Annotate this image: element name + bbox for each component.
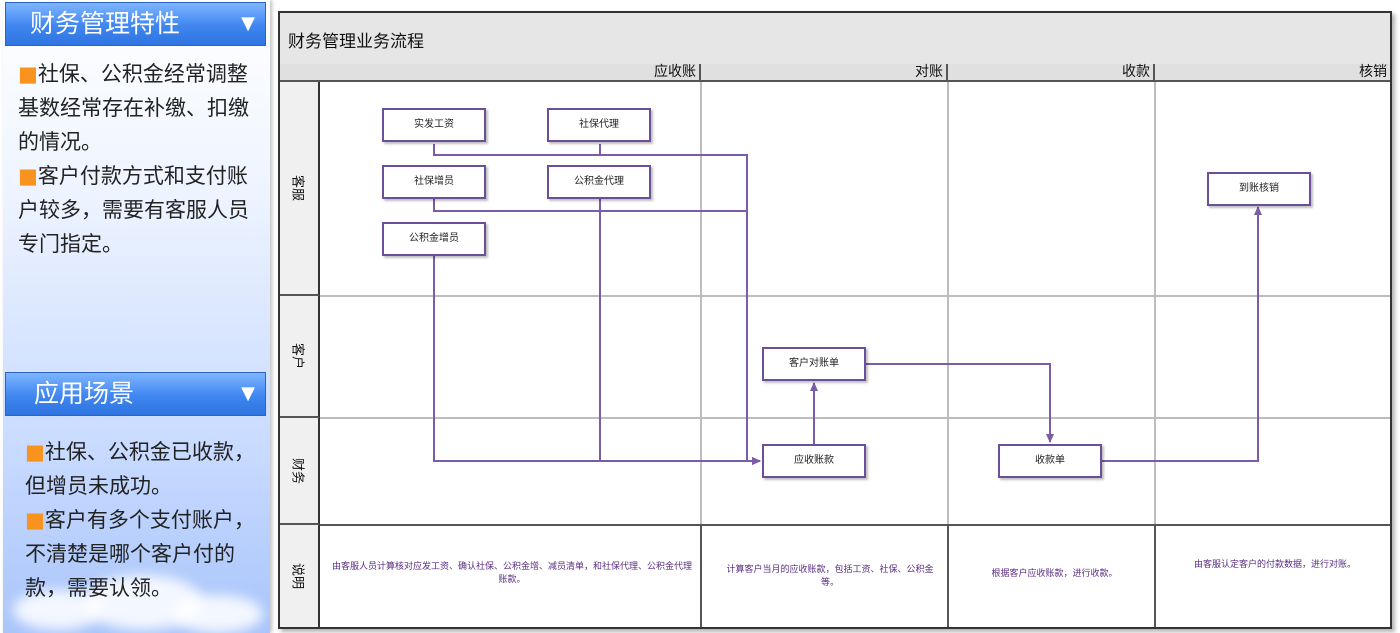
bullet-square-icon: ■ <box>18 164 38 188</box>
column-divider <box>947 524 949 627</box>
scenarios-item: ■客户有多个支付账户，不清楚是哪个客户付的款，需要认领。 <box>25 508 255 600</box>
column-divider <box>947 82 949 627</box>
node-housing-fund-agency[interactable]: 公积金代理 <box>547 165 651 199</box>
features-header[interactable]: 财务管理特性 ▼ <box>5 2 266 46</box>
features-item: ■客户付款方式和支付账户较多，需要有客服人员专门指定。 <box>18 164 249 256</box>
bullet-square-icon: ■ <box>18 62 38 86</box>
node-accounts-receivable[interactable]: 应收账款 <box>762 444 866 478</box>
node-writeoff[interactable]: 到账核销 <box>1207 172 1311 206</box>
column-divider <box>700 524 702 627</box>
features-item: ■社保、公积金经常调整基数经常存在补缴、扣缴的情况。 <box>18 62 249 154</box>
column-header-collection: 收款 <box>948 64 1155 82</box>
column-divider <box>1154 524 1156 627</box>
node-social-security-agency[interactable]: 社保代理 <box>547 108 651 142</box>
collapse-arrow-icon[interactable]: ▼ <box>241 13 255 34</box>
process-diagram: 财务管理业务流程 应收账 对账 收款 核销 客服 客户 财务 说明 <box>278 11 1392 629</box>
scenarios-item: ■社保、公积金已收款，但增员未成功。 <box>25 440 255 498</box>
left-info-panel: 财务管理特性 ▼ ■社保、公积金经常调整基数经常存在补缴、扣缴的情况。 ■客户付… <box>3 0 270 633</box>
scenarios-title: 应用场景 <box>34 379 135 408</box>
row-label-finance: 财务 <box>280 418 320 525</box>
lane-divider <box>320 295 1390 297</box>
bullet-square-icon: ■ <box>25 440 45 464</box>
row-label-notes: 说明 <box>280 525 320 627</box>
node-social-security-enroll[interactable]: 社保增员 <box>382 165 486 199</box>
flow-connectors <box>433 144 1262 465</box>
column-divider <box>700 82 702 627</box>
cloud-decoration <box>173 595 263 633</box>
row-label-customer: 客户 <box>280 296 320 418</box>
features-list: ■社保、公积金经常调整基数经常存在补缴、扣缴的情况。 ■客户付款方式和支付账户较… <box>18 57 258 261</box>
column-header-reconcile: 对账 <box>701 64 948 82</box>
lane-divider <box>320 417 1390 419</box>
note-collection: 根据客户应收账款，进行收款。 <box>991 569 1118 579</box>
node-receipt[interactable]: 收款单 <box>998 444 1102 478</box>
features-title: 财务管理特性 <box>30 9 181 38</box>
diagram-title-bar: 财务管理业务流程 <box>280 13 1390 66</box>
scenarios-list: ■社保、公积金已收款，但增员未成功。 ■客户有多个支付账户，不清楚是哪个客户付的… <box>25 435 257 605</box>
row-label-service: 客服 <box>280 82 320 296</box>
node-customer-statement[interactable]: 客户对账单 <box>762 347 866 381</box>
node-housing-fund-enroll[interactable]: 公积金增员 <box>382 222 486 256</box>
note-reconcile: 计算客户当月的应收账款，包括工资、社保、公积金等。 <box>726 565 934 588</box>
lane-divider <box>320 524 1390 526</box>
scenarios-header[interactable]: 应用场景 ▼ <box>5 372 266 416</box>
note-writeoff: 由客服认定客户的付款数据，进行对账。 <box>1193 560 1356 570</box>
bullet-square-icon: ■ <box>25 508 45 532</box>
node-actual-salary[interactable]: 实发工资 <box>382 108 486 142</box>
column-header-receivable: 应收账 <box>280 64 701 82</box>
collapse-arrow-icon[interactable]: ▼ <box>241 383 255 404</box>
diagram-title: 财务管理业务流程 <box>288 32 424 52</box>
column-divider <box>1154 82 1156 627</box>
column-header-writeoff: 核销 <box>1155 64 1390 82</box>
note-receivable: 由客服人员计算核对应发工资、确认社保、公积金增、减员清单，和社保代理、公积金代理… <box>332 562 693 585</box>
